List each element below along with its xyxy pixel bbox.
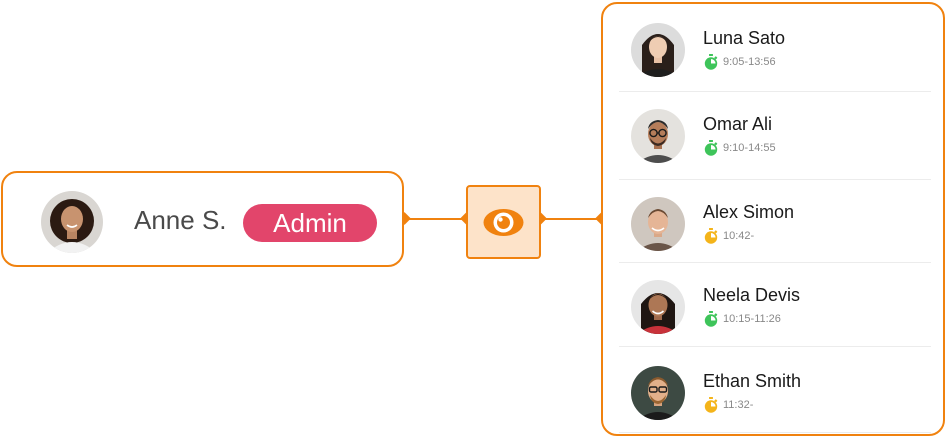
time-range: 10:15-11:26 <box>723 313 781 325</box>
user-name: Alex Simon <box>703 202 795 222</box>
user-item[interactable]: Ethan Smith 11:32- <box>619 348 931 434</box>
user-name: Ethan Smith <box>703 371 802 391</box>
user-name: Luna Sato <box>703 28 786 48</box>
time-range: 11:32- <box>723 399 754 411</box>
stopwatch-icon <box>704 397 718 413</box>
user-time: 10:42- <box>703 227 754 245</box>
avatar <box>631 197 685 256</box>
avatar <box>631 366 685 425</box>
stopwatch-icon <box>704 311 718 327</box>
user-time: 9:10-14:55 <box>703 139 776 157</box>
stopwatch-icon <box>704 140 718 156</box>
user-name: Omar Ali <box>703 114 773 134</box>
user-time: 9:05-13:56 <box>703 53 776 71</box>
user-item[interactable]: Alex Simon 10:42- <box>619 179 931 265</box>
admin-name: Anne S. <box>134 205 227 235</box>
divider <box>619 346 931 347</box>
user-item[interactable]: Omar Ali 9:10-14:55 <box>619 91 931 177</box>
avatar <box>41 191 103 258</box>
eye-icon <box>483 209 524 236</box>
avatar <box>631 280 685 339</box>
user-list: Luna Sato 9:05-13:56 <box>601 2 945 436</box>
stopwatch-icon <box>704 54 718 70</box>
divider <box>619 91 931 92</box>
user-time: 10:15-11:26 <box>703 310 781 328</box>
role-badge: Admin <box>243 204 377 242</box>
time-range: 9:05-13:56 <box>723 56 776 68</box>
avatar <box>631 23 685 82</box>
user-item[interactable]: Neela Devis 10:15-11:26 <box>619 262 931 348</box>
time-range: 10:42- <box>723 230 755 242</box>
user-item[interactable]: Luna Sato 9:05-13:56 <box>619 5 931 91</box>
monitor-view-button[interactable] <box>466 185 541 259</box>
time-range: 9:10-14:55 <box>723 142 776 154</box>
divider <box>619 179 931 180</box>
divider <box>619 432 931 433</box>
user-name: Neela Devis <box>703 285 801 305</box>
stopwatch-icon <box>704 228 718 244</box>
avatar <box>631 109 685 168</box>
admin-card[interactable]: Anne S. Admin <box>1 171 404 267</box>
divider <box>619 262 931 263</box>
user-time: 11:32- <box>703 396 753 414</box>
